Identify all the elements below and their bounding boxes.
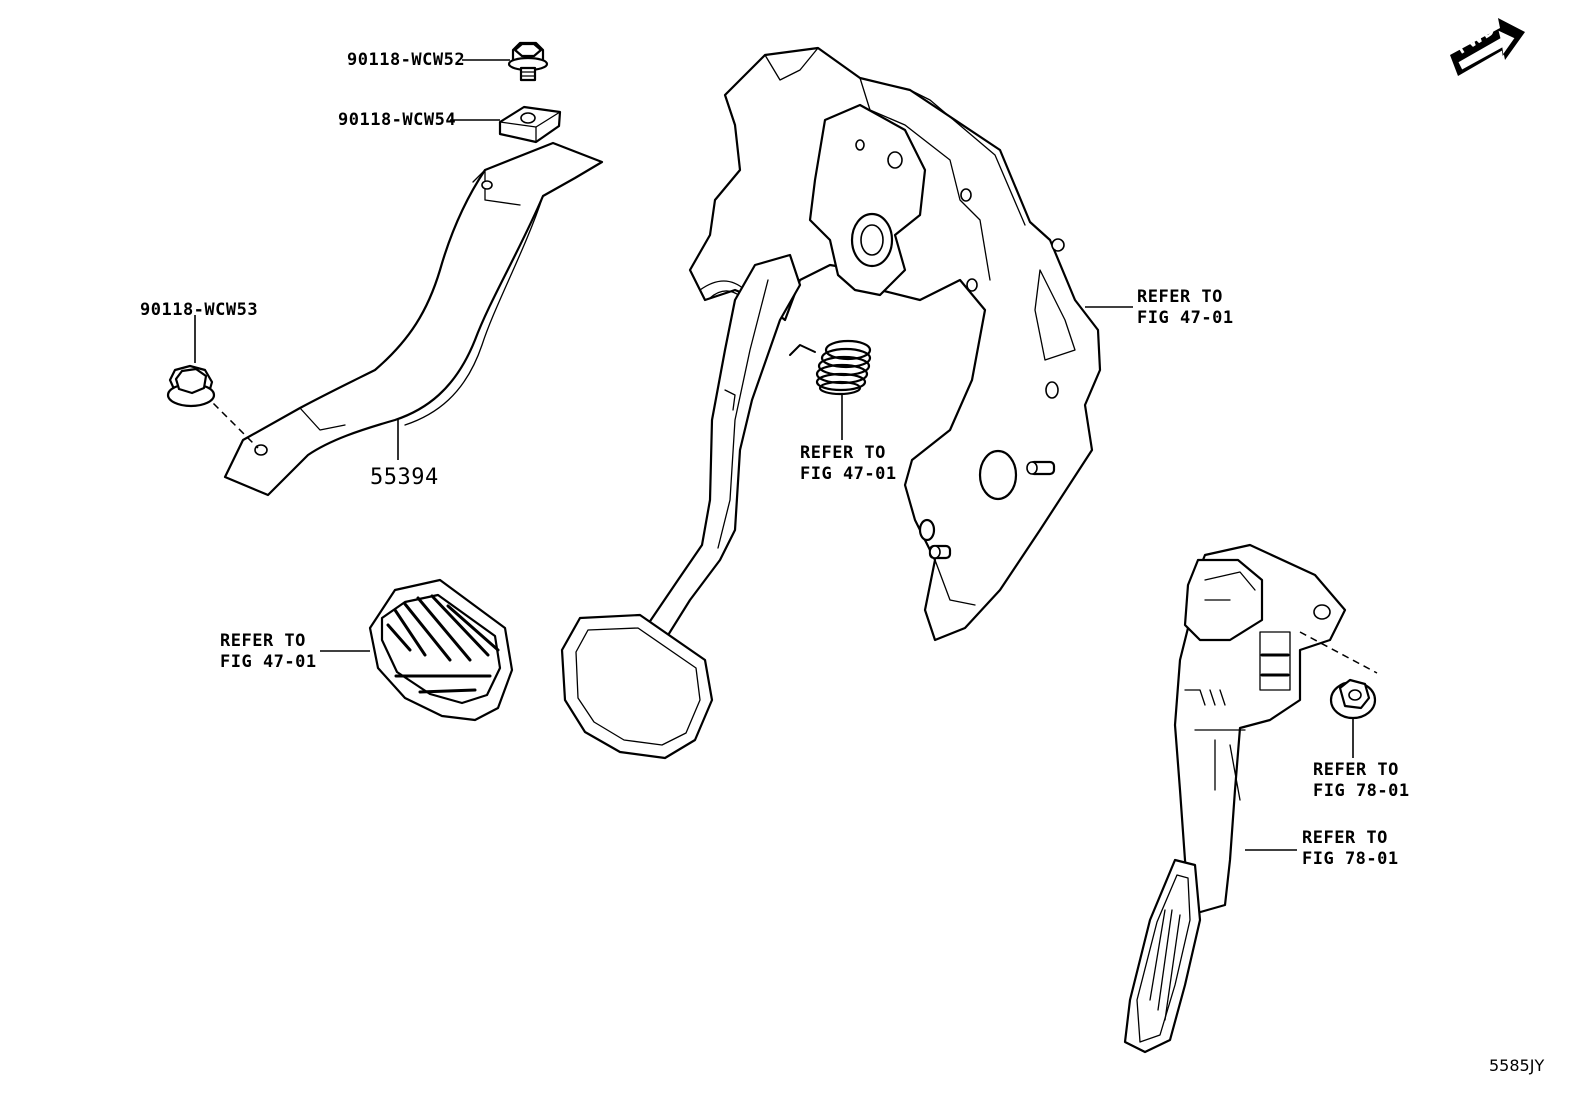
flange-nut-icon bbox=[1329, 678, 1377, 758]
ref-accel-line2: FIG 78-01 bbox=[1302, 849, 1399, 869]
bracket-55394-icon bbox=[204, 141, 604, 497]
diagram-code: 5585JY bbox=[1489, 1056, 1545, 1075]
pedal-pad-cover-icon bbox=[320, 578, 514, 722]
ref-support-line1: REFER TO bbox=[1137, 287, 1223, 307]
brake-pedal-assembly-icon bbox=[560, 46, 1102, 760]
ref-spring-line2: FIG 47-01 bbox=[800, 464, 897, 484]
ref-nut-line1: REFER TO bbox=[1313, 760, 1399, 780]
fwd-arrow-icon bbox=[1450, 18, 1525, 76]
accelerator-pedal-icon bbox=[1123, 543, 1378, 1054]
ref-accel-line1: REFER TO bbox=[1302, 828, 1388, 848]
bolt-top-icon bbox=[462, 41, 549, 82]
label-bolt-left: 90118-WCW53 bbox=[140, 300, 259, 320]
ref-pad-line2: FIG 47-01 bbox=[220, 652, 317, 672]
label-bolt-top: 90118-WCW52 bbox=[347, 50, 466, 70]
label-clip-nut: 90118-WCW54 bbox=[338, 110, 457, 130]
return-spring-icon bbox=[789, 339, 872, 440]
bolt-left-icon bbox=[166, 315, 216, 408]
ref-spring-line1: REFER TO bbox=[800, 443, 886, 463]
ref-support-line2: FIG 47-01 bbox=[1137, 308, 1234, 328]
ref-pad-line1: REFER TO bbox=[220, 631, 306, 651]
label-bracket-part: 55394 bbox=[370, 465, 439, 490]
ref-nut-line2: FIG 78-01 bbox=[1313, 781, 1410, 801]
clip-nut-icon bbox=[450, 105, 562, 144]
